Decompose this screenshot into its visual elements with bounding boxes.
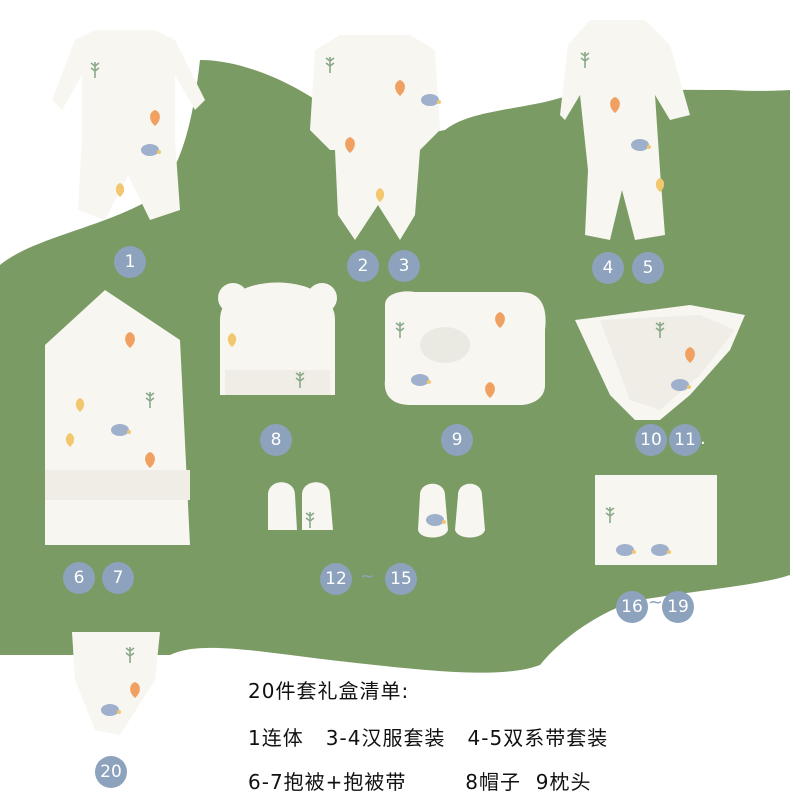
badge-7: 7 <box>102 562 134 594</box>
baby-hat-item <box>218 282 337 395</box>
badge-3: 3 <box>388 250 420 282</box>
badge-10: 10 <box>635 424 667 456</box>
range-tilde-12-15: ~ <box>360 566 376 587</box>
badge-11: 11 <box>669 424 701 456</box>
badge-15: 15 <box>385 563 417 595</box>
badge-2: 2 <box>347 250 379 282</box>
badge-4: 4 <box>592 252 624 284</box>
badge-1: 1 <box>114 246 146 278</box>
badge-8: 8 <box>260 424 292 456</box>
list-title: 20件套礼盒清单: <box>248 679 410 703</box>
range-tilde-16-19: ~ <box>648 592 664 613</box>
triangle-bib-item <box>72 632 160 735</box>
list-line-2: 6-7抱被+抱被带 8帽子 9枕头 <box>248 770 592 794</box>
romper-item <box>52 30 205 220</box>
list-line-1: 1连体 3-4汉服套装 4-5双系带套装 <box>248 726 609 750</box>
badge-9: 9 <box>441 424 473 456</box>
badge-19: 19 <box>662 591 694 623</box>
pillow-item <box>384 291 546 405</box>
badge-5: 5 <box>632 252 664 284</box>
badge-16: 16 <box>616 591 648 623</box>
badge-6: 6 <box>63 562 95 594</box>
badge-12: 12 <box>320 563 352 595</box>
bibs-item <box>575 305 745 420</box>
badge-20: 20 <box>95 756 127 788</box>
swaddle-blanket-item <box>45 290 190 545</box>
towels-item <box>595 475 717 565</box>
badge-11-dot: . <box>700 428 706 449</box>
